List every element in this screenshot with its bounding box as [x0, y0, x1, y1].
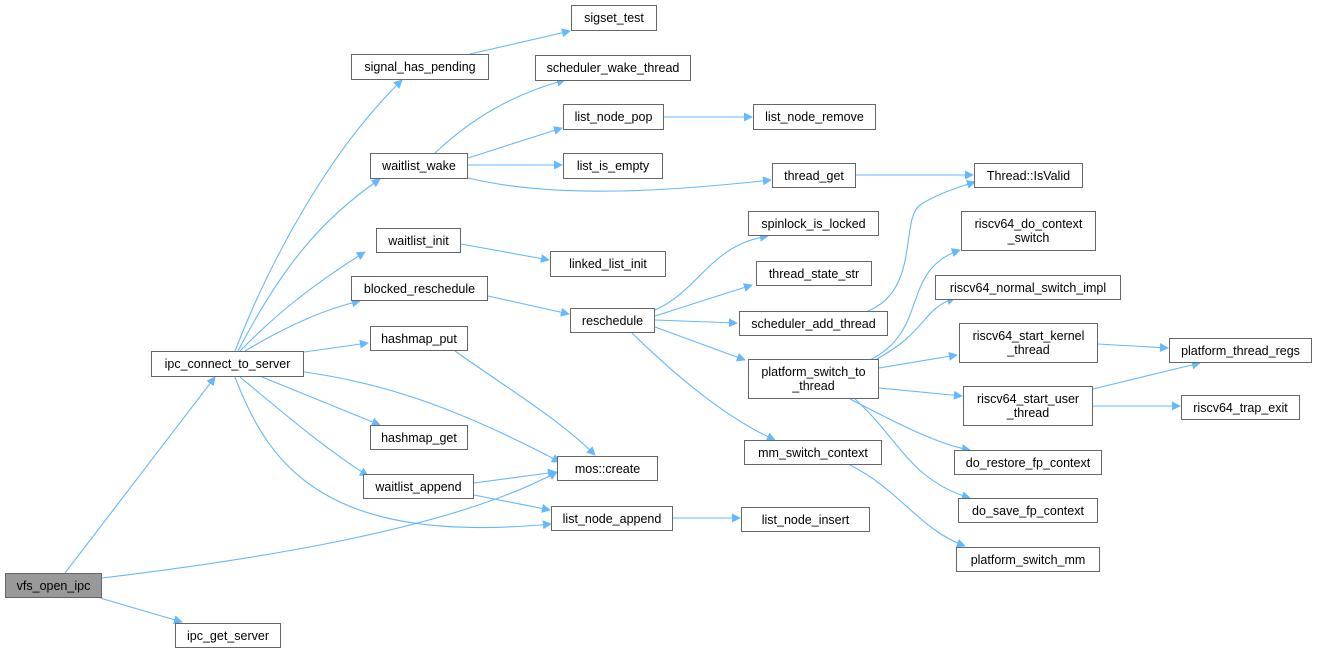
edge-reschedule-to-platform-switch: [654, 326, 746, 362]
node-hashmap-get[interactable]: hashmap_get: [370, 425, 468, 450]
edge-reschedule-to-scheduler-add: [654, 318, 738, 328]
edge-ipc-to-waitlist-init: [239, 251, 366, 352]
edge-mm-to-platform-switch-mm: [849, 464, 966, 548]
node-blocked-reschedule[interactable]: blocked_reschedule: [351, 276, 488, 301]
edge-kernel-to-regs: [1097, 343, 1169, 353]
node-ipc-get-server[interactable]: ipc_get_server: [175, 623, 281, 648]
edge-platform-to-normal-switch: [874, 296, 956, 361]
node-thread-get[interactable]: thread_get: [772, 163, 856, 188]
edge-ipc-to-mos-create: [303, 371, 561, 463]
node-mm-switch-context[interactable]: mm_switch_context: [744, 440, 882, 465]
node-riscv64-start-kernel-thread[interactable]: riscv64_start_kernel _thread: [959, 323, 1098, 363]
node-vfs-open-ipc[interactable]: vfs_open_ipc: [5, 573, 102, 598]
node-list-node-remove[interactable]: list_node_remove: [753, 104, 876, 130]
edge-vfs-to-ipc-connect: [64, 376, 216, 574]
node-sigset-test[interactable]: sigset_test: [571, 5, 657, 31]
edge-ipc-to-hashmap-put: [303, 339, 369, 353]
edge-wake-to-thread-get: [467, 176, 772, 192]
node-do-save-fp-context[interactable]: do_save_fp_context: [958, 498, 1098, 523]
node-riscv64-normal-switch-impl[interactable]: riscv64_normal_switch_impl: [935, 275, 1121, 300]
edge-vfs-to-ipc-get-server: [99, 597, 183, 625]
edge-platform-to-start-kernel: [878, 351, 958, 369]
edge-scheduler-add-to-isvalid: [867, 180, 976, 312]
node-thread-state-str[interactable]: thread_state_str: [756, 261, 872, 286]
node-list-node-append[interactable]: list_node_append: [551, 506, 673, 531]
node-platform-switch-to-thread[interactable]: platform_switch_to _thread: [748, 359, 879, 399]
edge-reschedule-to-thread-state: [654, 283, 753, 317]
edge-platform-to-do-context: [869, 248, 961, 361]
node-riscv64-start-user-thread[interactable]: riscv64_start_user _thread: [963, 386, 1093, 426]
node-platform-thread-regs[interactable]: platform_thread_regs: [1169, 338, 1312, 363]
edge-wake-to-scheduler-wake: [434, 77, 566, 154]
node-list-node-pop[interactable]: list_node_pop: [563, 104, 664, 130]
edge-ipc-to-list-node-append: [234, 376, 552, 530]
edge-append-to-mos-create: [473, 468, 557, 484]
node-platform-switch-mm[interactable]: platform_switch_mm: [956, 547, 1100, 572]
node-linked-list-init[interactable]: linked_list_init: [550, 251, 666, 277]
node-spinlock-is-locked[interactable]: spinlock_is_locked: [748, 211, 879, 236]
node-mos-create[interactable]: mos::create: [557, 456, 658, 481]
node-thread-isvalid[interactable]: Thread::IsValid: [974, 163, 1083, 188]
node-do-restore-fp-context[interactable]: do_restore_fp_context: [954, 450, 1102, 475]
edge-hashmap-put-to-mos-create: [454, 350, 596, 456]
edge-signal-to-sigset: [469, 28, 571, 55]
edge-ipc-to-blocked-reschedule: [244, 298, 361, 352]
node-reschedule[interactable]: reschedule: [570, 308, 655, 333]
edge-platform-to-start-user: [878, 387, 963, 400]
node-list-node-insert[interactable]: list_node_insert: [741, 507, 870, 532]
node-riscv64-do-context-switch[interactable]: riscv64_do_context _switch: [961, 211, 1096, 251]
edge-append-to-list-node-append: [473, 494, 551, 513]
node-waitlist-wake[interactable]: waitlist_wake: [370, 153, 468, 179]
node-waitlist-init[interactable]: waitlist_init: [376, 228, 461, 253]
edge-reschedule-to-mm-switch: [631, 332, 776, 441]
edge-wake-to-list-node-pop: [467, 126, 563, 159]
node-hashmap-put[interactable]: hashmap_put: [370, 326, 468, 351]
node-scheduler-add-thread[interactable]: scheduler_add_thread: [739, 311, 888, 336]
edge-platform-to-save: [854, 398, 971, 500]
node-list-is-empty[interactable]: list_is_empty: [563, 153, 663, 179]
node-ipc-connect-to-server[interactable]: ipc_connect_to_server: [151, 351, 304, 377]
edge-platform-to-restore: [849, 398, 971, 454]
edge-init-to-linked-list-init: [460, 243, 550, 263]
edge-ipc-to-waitlist-append: [239, 376, 369, 477]
edge-reschedule-to-spinlock: [654, 232, 769, 311]
edge-ipc-to-signal-has-pending: [234, 79, 403, 352]
node-scheduler-wake-thread[interactable]: scheduler_wake_thread: [535, 55, 691, 81]
node-signal-has-pending[interactable]: signal_has_pending: [351, 54, 489, 80]
node-waitlist-append[interactable]: waitlist_append: [363, 474, 474, 499]
edge-user-to-regs: [1092, 360, 1201, 390]
edge-vfs-to-mos-create: [101, 471, 558, 579]
edge-ipc-to-waitlist-wake: [237, 178, 381, 352]
edge-ipc-to-hashmap-get: [261, 376, 381, 427]
edge-blocked-to-reschedule: [487, 295, 570, 317]
node-riscv64-trap-exit[interactable]: riscv64_trap_exit: [1181, 395, 1300, 420]
